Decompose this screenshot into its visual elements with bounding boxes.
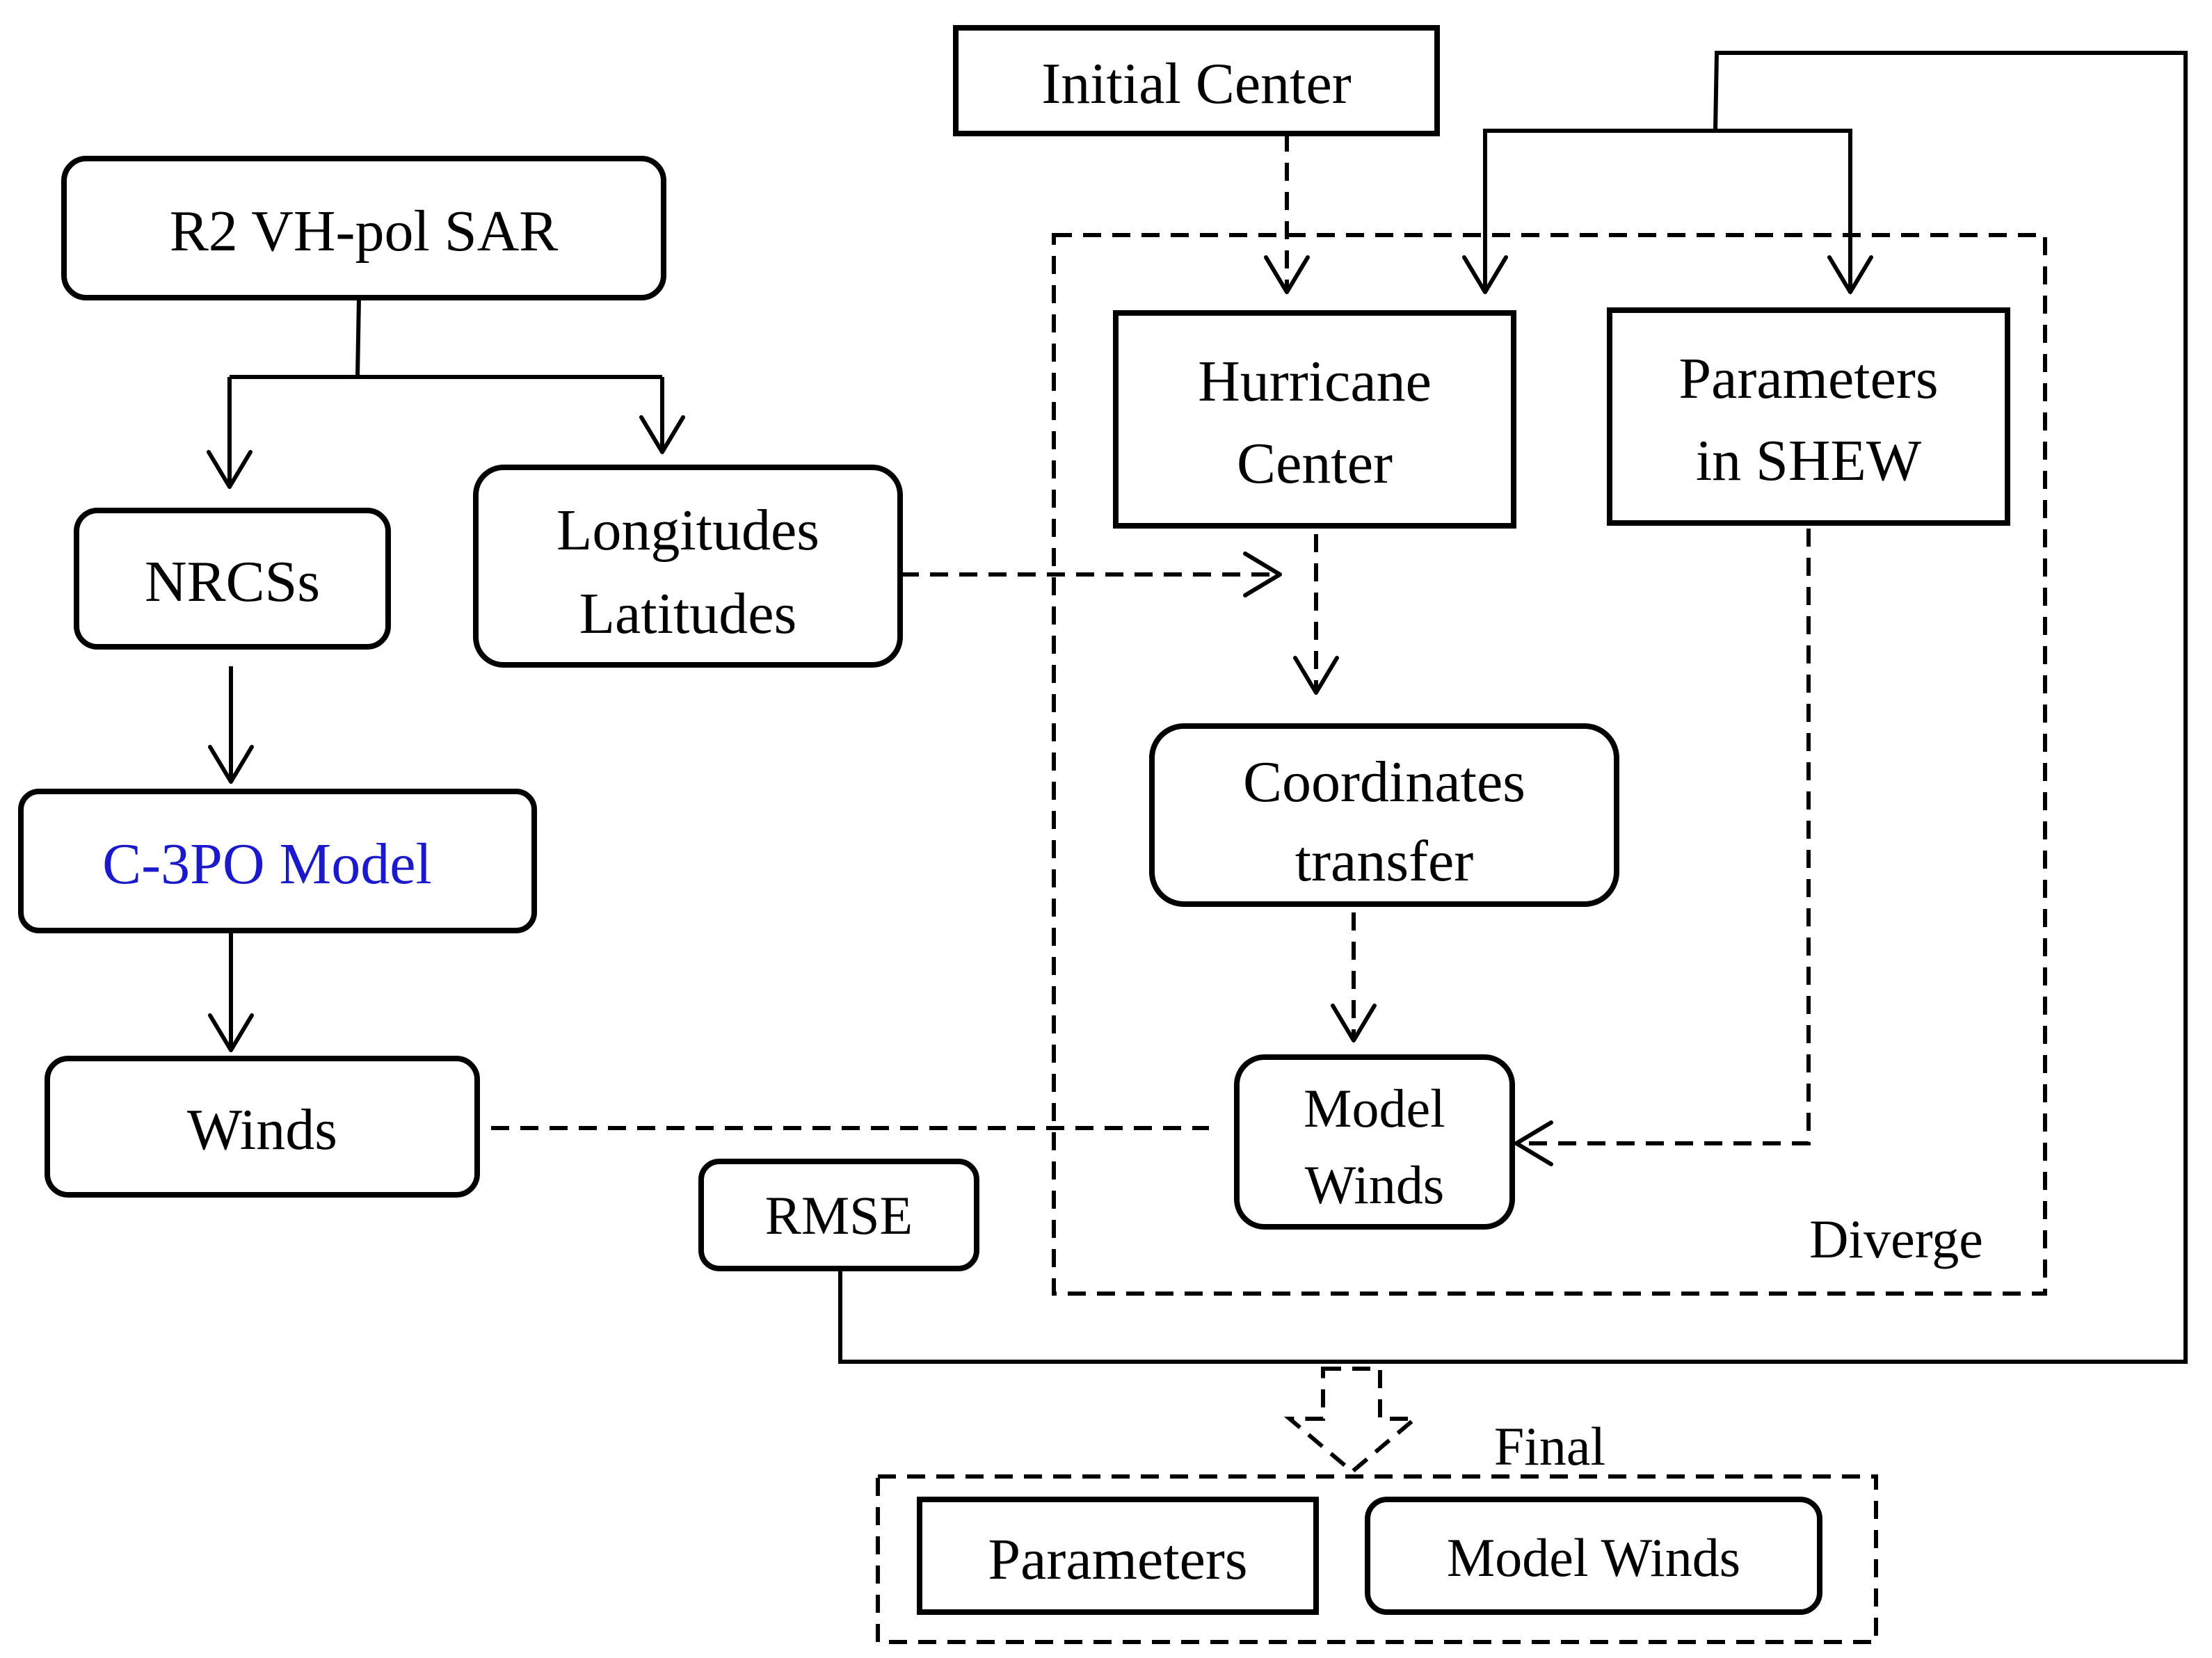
node-latitudes-label: Latitudes: [579, 581, 797, 646]
arrowhead-to-longitudes: [639, 415, 685, 454]
node-final-parameters: Parameters: [917, 1497, 1319, 1615]
node-hurricane-label: Hurricane: [1198, 349, 1432, 414]
node-final-model-winds: Model Winds: [1365, 1497, 1822, 1615]
node-model-label: Model: [1304, 1078, 1445, 1138]
node-longitudes-label: Longitudes: [556, 498, 819, 563]
node-final-model-winds-label: Model Winds: [1447, 1527, 1740, 1588]
node-parameters-label: Parameters: [1678, 346, 1938, 411]
node-r2-vh-pol-sar: R2 VH-pol SAR: [61, 156, 666, 300]
arrowhead-latlon-to-transfer: [1243, 552, 1282, 597]
arrowhead-to-winds: [208, 1013, 254, 1052]
node-hurricane-center: Hurricane Center: [1113, 310, 1516, 529]
node-initial-center-label: Initial Center: [1041, 51, 1352, 116]
diverge-label: Diverge: [1809, 1209, 1983, 1269]
node-winds: Winds: [45, 1056, 480, 1198]
final-output-container: [876, 1474, 1878, 1644]
node-rmse-label: RMSE: [765, 1185, 913, 1246]
arrowhead-initial-to-hurricane: [1264, 255, 1310, 294]
arrowhead-to-parameters-shew: [1827, 255, 1873, 294]
node-c3po-model-label: C-3PO Model: [102, 832, 432, 896]
node-model-winds: Model Winds: [1234, 1054, 1515, 1230]
big-hollow-arrow-to-final: [1283, 1367, 1421, 1474]
connector-shew-to-model-winds: [1516, 529, 1811, 1145]
arrowhead-to-c3po: [208, 745, 254, 784]
diverge-loop-container: [1052, 233, 2047, 1296]
node-nrcss: NRCSs: [74, 508, 391, 650]
connector-sar-branch: [227, 297, 664, 487]
node-winds-label: Winds: [187, 1097, 337, 1162]
node-center-label: Center: [1237, 431, 1393, 496]
connector-rmse-feedback-loop: [838, 51, 2188, 1364]
node-coordinates-label: Coordinates: [1243, 750, 1525, 814]
arrowhead-to-hurricane-center: [1462, 255, 1508, 294]
final-label: Final: [1494, 1416, 1605, 1476]
node-longitudes-latitudes: Longitudes Latitudes: [473, 465, 903, 668]
arrowhead-to-coordinates: [1293, 656, 1339, 695]
arrowhead-shew-to-model-winds: [1514, 1120, 1553, 1166]
node-final-parameters-label: Parameters: [988, 1527, 1247, 1592]
node-rmse: RMSE: [698, 1159, 979, 1271]
arrowhead-to-model-winds: [1331, 1004, 1377, 1043]
node-in-shew-label: in SHEW: [1696, 428, 1922, 493]
node-transfer-label: transfer: [1295, 829, 1474, 894]
node-model-winds-line2-label: Winds: [1305, 1154, 1445, 1215]
node-coordinates-transfer: Coordinates transfer: [1149, 723, 1619, 907]
node-parameters-in-shew: Parameters in SHEW: [1607, 307, 2010, 526]
node-initial-center: Initial Center: [953, 25, 1440, 136]
node-c3po-model: C-3PO Model: [18, 789, 537, 933]
node-nrcss-label: NRCSs: [145, 549, 320, 614]
arrowhead-to-nrcss: [207, 450, 253, 489]
node-r2-vh-pol-sar-label: R2 VH-pol SAR: [170, 199, 559, 264]
